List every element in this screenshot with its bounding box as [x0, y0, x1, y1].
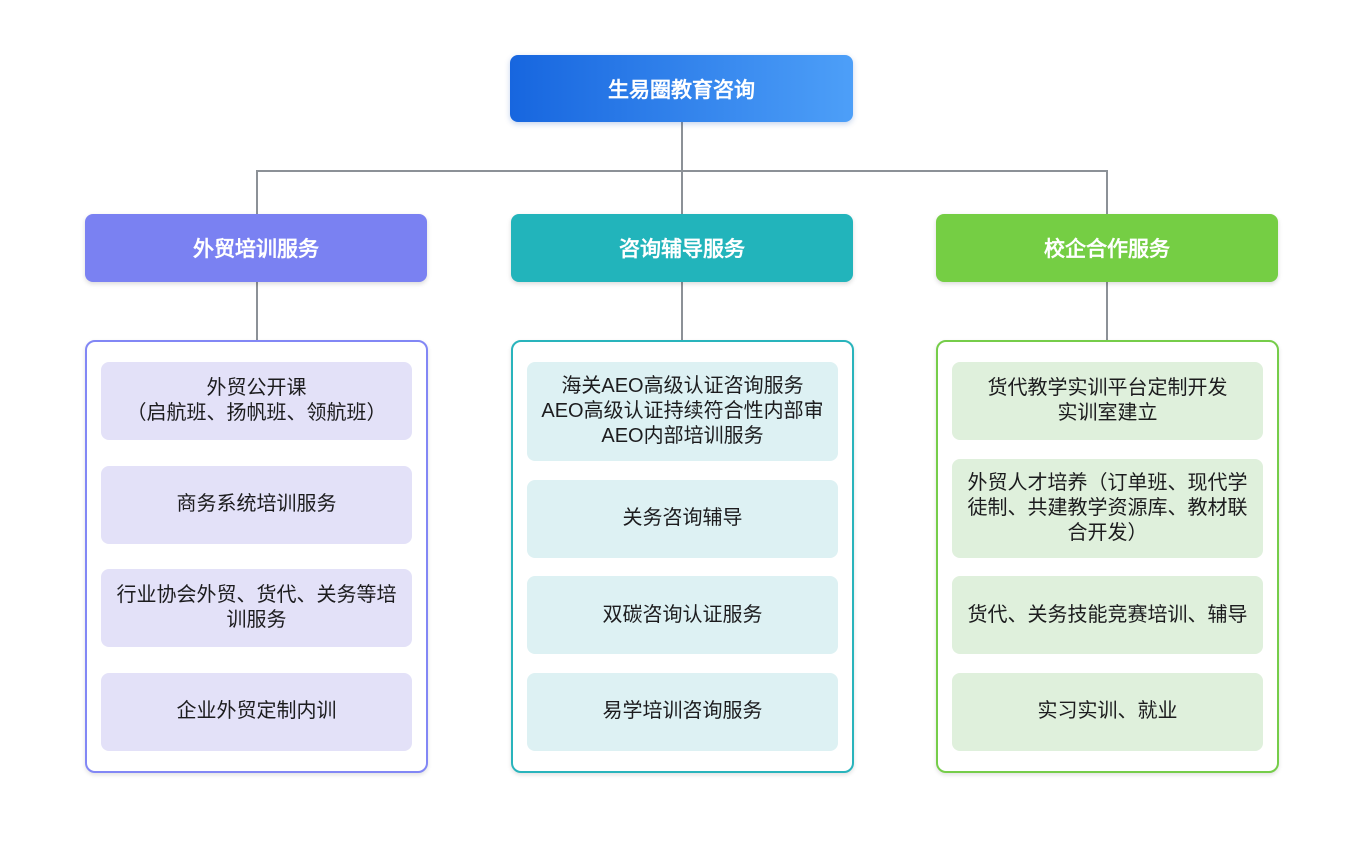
- root-node-label: 生易圈教育咨询: [608, 78, 755, 102]
- branch-list-trade-training: 外贸公开课 （启航班、扬帆班、领航班） 商务系统培训服务 行业协会外贸、货代、关…: [85, 340, 428, 773]
- branch-list-school-enterprise: 货代教学实训平台定制开发 实训室建立 外贸人才培养（订单班、现代学徒制、共建教学…: [936, 340, 1279, 773]
- connector-branch2-drop: [681, 170, 683, 214]
- branch-header-consulting: 咨询辅导服务: [511, 214, 853, 282]
- connector-root-drop: [681, 122, 683, 170]
- connector-branch1-drop: [256, 170, 258, 214]
- branch-header-school-enterprise: 校企合作服务: [936, 214, 1278, 282]
- service-item: 行业协会外贸、货代、关务等培训服务: [101, 569, 412, 648]
- root-node: 生易圈教育咨询: [510, 55, 853, 122]
- branch-list-consulting: 海关AEO高级认证咨询服务 AEO高级认证持续符合性内部审 AEO内部培训服务 …: [511, 340, 854, 773]
- service-item: 双碳咨询认证服务: [527, 576, 838, 655]
- service-item: 企业外贸定制内训: [101, 672, 412, 751]
- service-item: 关务咨询辅导: [527, 479, 838, 558]
- connector-branch1-to-list: [256, 282, 258, 340]
- branch-header-label: 外贸培训服务: [193, 238, 319, 261]
- service-item: 外贸人才培养（订单班、现代学徒制、共建教学资源库、教材联合开发）: [952, 458, 1263, 558]
- branch-header-label: 校企合作服务: [1044, 238, 1170, 261]
- branch-header-label: 咨询辅导服务: [619, 238, 745, 261]
- service-item: 海关AEO高级认证咨询服务 AEO高级认证持续符合性内部审 AEO内部培训服务: [527, 362, 838, 461]
- branch-header-trade-training: 外贸培训服务: [85, 214, 427, 282]
- connector-branch3-drop: [1106, 170, 1108, 214]
- connector-branch3-to-list: [1106, 282, 1108, 340]
- service-item: 商务系统培训服务: [101, 465, 412, 544]
- service-item: 实习实训、就业: [952, 672, 1263, 751]
- connector-branch2-to-list: [681, 282, 683, 340]
- service-item: 外贸公开课 （启航班、扬帆班、领航班）: [101, 362, 412, 440]
- service-item: 货代、关务技能竞赛培训、辅导: [952, 576, 1263, 655]
- service-item: 易学培训咨询服务: [527, 672, 838, 751]
- service-item: 货代教学实训平台定制开发 实训室建立: [952, 362, 1263, 440]
